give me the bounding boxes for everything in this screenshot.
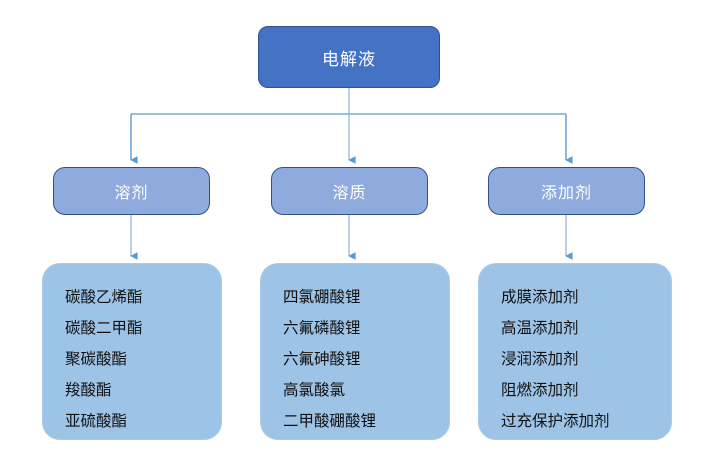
list-item: 六氟砷酸锂 xyxy=(283,351,361,368)
node-branch-additive[interactable]: 添加剂 xyxy=(488,167,645,215)
node-root-label: 电解液 xyxy=(322,49,376,69)
node-branch-additive-label: 添加剂 xyxy=(540,185,592,202)
list-item: 四氯硼酸锂 xyxy=(283,289,361,306)
list-solvent: 碳酸乙烯酯 碳酸二甲酯 聚碳酸酯 羧酸酯 亚硫酸酯 xyxy=(43,282,221,437)
node-branch-solute-label: 溶质 xyxy=(332,185,367,202)
list-box-solute: 四氯硼酸锂 六氟磷酸锂 六氟砷酸锂 高氯酸氯 二甲酸硼酸锂 xyxy=(260,263,450,440)
list-item: 阻燃添加剂 xyxy=(501,382,579,399)
list-item: 聚碳酸酯 xyxy=(65,351,128,368)
node-branch-solute[interactable]: 溶质 xyxy=(271,167,428,215)
list-item: 浸润添加剂 xyxy=(501,351,579,368)
list-item: 亚硫酸酯 xyxy=(65,413,128,430)
list-item: 羧酸酯 xyxy=(65,382,112,399)
list-box-solvent: 碳酸乙烯酯 碳酸二甲酯 聚碳酸酯 羧酸酯 亚硫酸酯 xyxy=(42,263,222,440)
node-branch-solvent-label: 溶剂 xyxy=(114,185,149,202)
node-branch-solvent[interactable]: 溶剂 xyxy=(53,167,210,215)
list-item: 碳酸二甲酯 xyxy=(65,320,143,337)
list-item: 六氟磷酸锂 xyxy=(283,320,361,337)
list-box-additive: 成膜添加剂 高温添加剂 浸润添加剂 阻燃添加剂 过充保护添加剂 xyxy=(478,263,672,440)
list-item: 成膜添加剂 xyxy=(501,289,579,306)
list-additive: 成膜添加剂 高温添加剂 浸润添加剂 阻燃添加剂 过充保护添加剂 xyxy=(479,282,671,437)
list-item: 过充保护添加剂 xyxy=(501,413,610,430)
list-item: 碳酸乙烯酯 xyxy=(65,289,143,306)
node-root-electrolyte[interactable]: 电解液 xyxy=(258,26,440,88)
list-item: 高氯酸氯 xyxy=(283,382,346,399)
list-solute: 四氯硼酸锂 六氟磷酸锂 六氟砷酸锂 高氯酸氯 二甲酸硼酸锂 xyxy=(261,282,449,437)
list-item: 高温添加剂 xyxy=(501,320,579,337)
list-item: 二甲酸硼酸锂 xyxy=(283,413,377,430)
